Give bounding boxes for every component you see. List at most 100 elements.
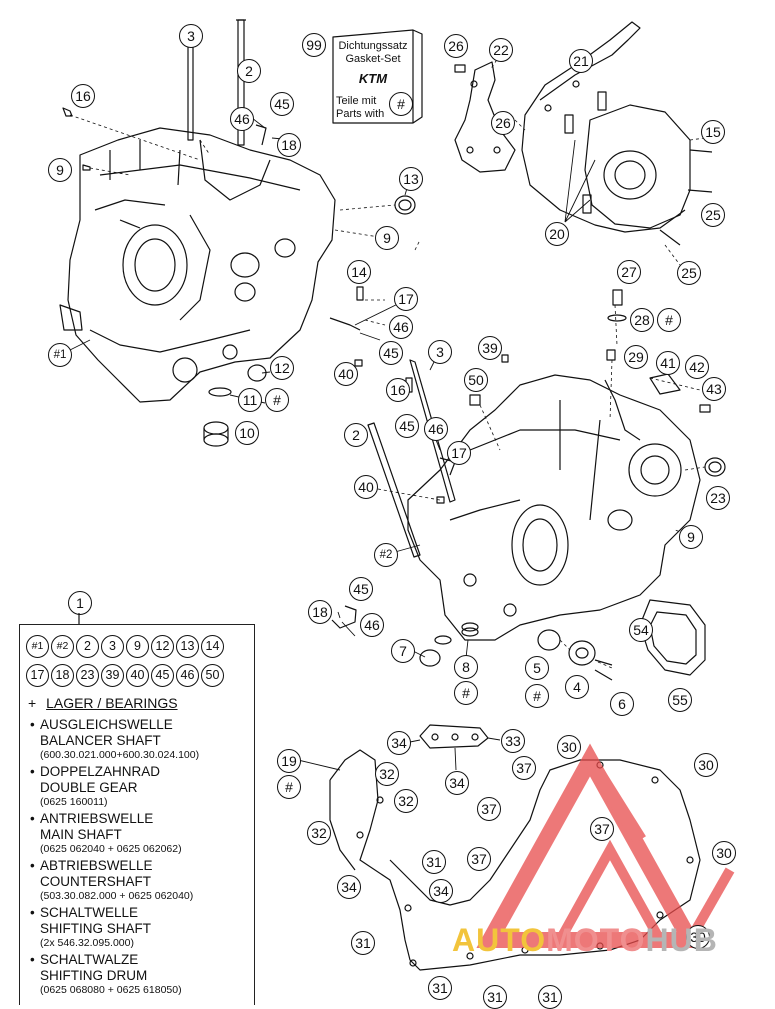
callout-37-a: 37 xyxy=(512,756,536,780)
callout-46-b: 46 xyxy=(360,613,384,637)
callout-46-mid: 46 xyxy=(389,315,413,339)
callout-7: 7 xyxy=(391,639,415,663)
gasket-bottom-19 xyxy=(329,749,701,971)
callout-8: 8 xyxy=(454,655,478,679)
parts-with-line1: Teile mit xyxy=(336,95,377,107)
gasket-set-box-outline xyxy=(332,29,423,124)
callout-hash-box: # xyxy=(389,92,413,116)
callout-9-top: 9 xyxy=(48,158,72,182)
callout-20: 20 xyxy=(545,222,569,246)
callout-99: 99 xyxy=(302,33,326,57)
callout-12: 12 xyxy=(270,356,294,380)
gasket-set-line2: Gasket-Set xyxy=(345,53,401,65)
callout-32-c: 32 xyxy=(307,821,331,845)
callout-5: 5 xyxy=(525,656,549,680)
callout-14-top: 14 xyxy=(347,260,371,284)
bearings-heading: + LAGER / BEARINGS xyxy=(28,695,178,711)
callout-26-a: 26 xyxy=(444,34,468,58)
callout-31-c: 31 xyxy=(428,976,452,1000)
callout-10: 10 xyxy=(235,421,259,445)
parts-with-label: Teile mit Parts with xyxy=(334,95,392,121)
item-part-number: (0625 068080 + 0625 618050) xyxy=(40,984,182,996)
bearings-heading-label: LAGER / BEARINGS xyxy=(46,695,178,711)
legend-chip: 23 xyxy=(76,664,99,687)
callout-54: 54 xyxy=(629,618,653,642)
callout-18-top: 18 xyxy=(277,133,301,157)
item-part-number: (2x 546.32.095.000) xyxy=(40,937,134,949)
ktm-logo: KTM xyxy=(358,71,388,86)
item-en: SHIFTING DRUM xyxy=(40,968,148,983)
legend-chip: 3 xyxy=(101,635,124,658)
callout-30-d: 30 xyxy=(686,925,710,949)
gasket-set-label: Dichtungssatz Gasket-Set KTM xyxy=(334,40,412,91)
callout-27: 27 xyxy=(617,260,641,284)
callout-33: 33 xyxy=(501,729,525,753)
callout-22: 22 xyxy=(489,38,513,62)
watermark-part1: AUTO xyxy=(452,922,547,958)
callout-26-b: 26 xyxy=(491,111,515,135)
callout-40-top: 40 xyxy=(334,362,358,386)
legend-chip: 14 xyxy=(201,635,224,658)
cover-20 xyxy=(564,91,713,246)
callout-2-mid: 2 xyxy=(344,423,368,447)
callout-30-a: 30 xyxy=(557,735,581,759)
legend-chip: 13 xyxy=(176,635,199,658)
callout-17-low: 17 xyxy=(447,441,471,465)
callout-17-top: 17 xyxy=(394,287,418,311)
pump-4 xyxy=(568,640,613,681)
callout-29: 29 xyxy=(624,345,648,369)
item-de: SCHALTWALZE xyxy=(40,952,139,967)
item-en: SHIFTING SHAFT xyxy=(40,921,151,936)
legend-chip: 18 xyxy=(51,664,74,687)
callout-30-b: 30 xyxy=(694,753,718,777)
callout-25-a: 25 xyxy=(701,203,725,227)
legend-chip: 39 xyxy=(101,664,124,687)
callout-42: 42 xyxy=(685,355,709,379)
item-part-number: (600.30.021.000+600.30.024.100) xyxy=(40,749,200,761)
callout-55: 55 xyxy=(668,688,692,712)
list-item: •ANTRIEBSWELLE MAIN SHAFT (0625 062040 +… xyxy=(30,811,250,856)
callout-50: 50 xyxy=(464,368,488,392)
callout-32-b: 32 xyxy=(394,789,418,813)
callout-31-a: 31 xyxy=(422,850,446,874)
callout-4: 4 xyxy=(565,675,589,699)
item-en: COUNTERSHAFT xyxy=(40,874,151,889)
item-de: AUSGLEICHSWELLE xyxy=(40,717,173,732)
callout-16-mid: 16 xyxy=(386,378,410,402)
callout-32-a: 32 xyxy=(375,762,399,786)
callout-40-low: 40 xyxy=(354,475,378,499)
callout-37-b: 37 xyxy=(477,797,501,821)
bearings-list: •AUSGLEICHSWELLE BALANCER SHAFT (600.30.… xyxy=(30,717,250,999)
callout-16-top: 16 xyxy=(71,84,95,108)
plus-sign: + xyxy=(28,695,37,711)
watermark-part2: MOTO xyxy=(546,922,646,958)
item-en: DOUBLE GEAR xyxy=(40,780,138,795)
callout-8-hash: # xyxy=(454,681,478,705)
bearing-parts-10-12 xyxy=(203,364,267,447)
item-en: MAIN SHAFT xyxy=(40,827,122,842)
legend-part-grid: #1 #2 2 3 9 12 13 14 17 18 23 39 40 45 4… xyxy=(26,635,252,687)
callout-2a: #2 xyxy=(374,543,398,567)
gasket-21 xyxy=(521,21,686,233)
item-part-number: (0625 062040 + 0625 062062) xyxy=(40,843,182,855)
callout-19: 19 xyxy=(277,749,301,773)
callout-2-top: 2 xyxy=(237,59,261,83)
item-de: ABTRIEBSWELLE xyxy=(40,858,153,873)
item-de: DOPPELZAHNRAD xyxy=(40,764,161,779)
callout-21: 21 xyxy=(569,49,593,73)
callout-28-hash: # xyxy=(657,308,681,332)
callout-31-b: 31 xyxy=(351,931,375,955)
callout-23: 23 xyxy=(706,486,730,510)
callout-6: 6 xyxy=(610,692,634,716)
legend-chip: 40 xyxy=(126,664,149,687)
callout-30-c: 30 xyxy=(712,841,736,865)
legend-chip: 17 xyxy=(26,664,49,687)
legend-chip: #2 xyxy=(51,635,74,658)
callout-3-top: 3 xyxy=(179,24,203,48)
callout-15: 15 xyxy=(701,120,725,144)
callout-41: 41 xyxy=(656,351,680,375)
lower-crankcase-half xyxy=(407,374,701,641)
item-part-number: (503.30.082.000 + 0625 062040) xyxy=(40,890,194,902)
